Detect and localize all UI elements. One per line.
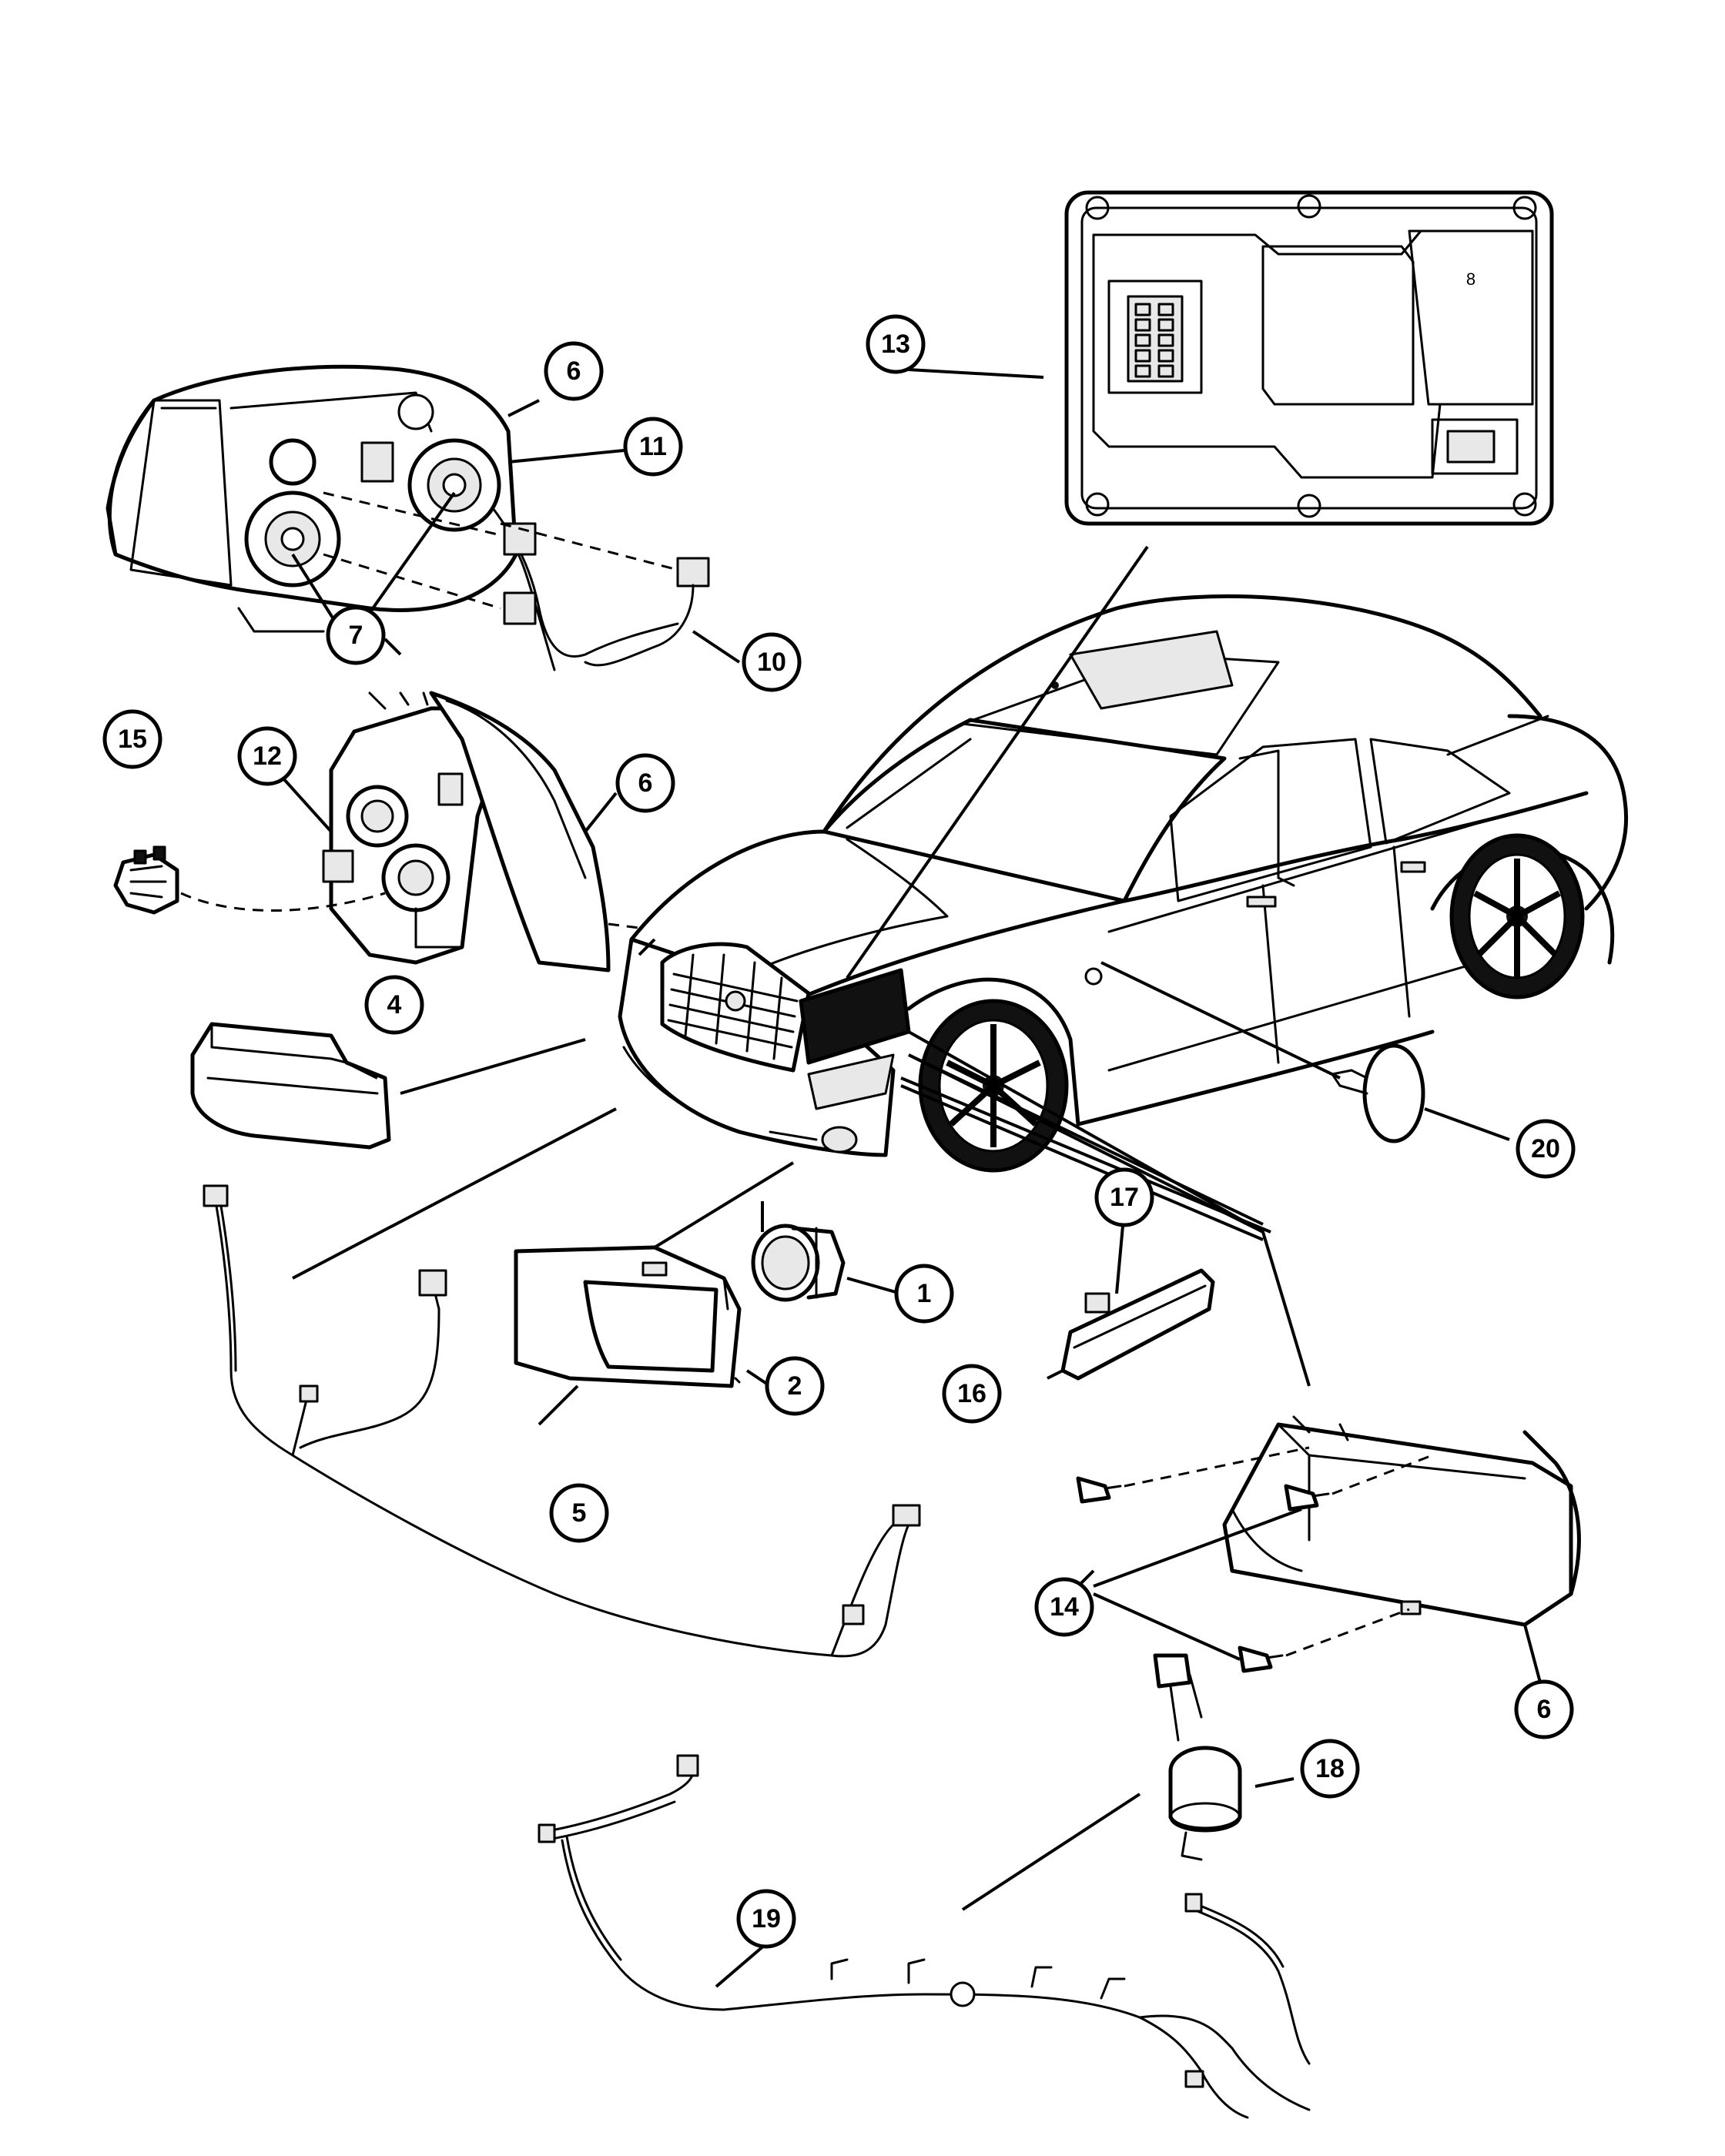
callout-13-label: 13 xyxy=(881,330,910,359)
part-2-fog-bezel xyxy=(514,1245,742,1388)
callout-17-label: 17 xyxy=(1110,1183,1139,1212)
callout-20-label: 20 xyxy=(1531,1134,1560,1163)
part-4-lamp-lens xyxy=(190,1022,391,1150)
callout-7: 7 xyxy=(326,605,386,665)
callout-2: 2 xyxy=(765,1356,825,1416)
callout-17: 17 xyxy=(1094,1167,1154,1227)
connector-pins xyxy=(1134,303,1174,378)
headlamp-assembly-middle xyxy=(113,691,640,973)
callout-16-label: 16 xyxy=(957,1379,986,1408)
callout-18-label: 18 xyxy=(1315,1754,1345,1783)
leader-lines xyxy=(260,368,1542,1988)
callout-19-label: 19 xyxy=(752,1904,781,1933)
callout-10: 10 xyxy=(742,632,802,692)
callout-11-label: 11 xyxy=(639,432,667,461)
rear-wheel xyxy=(1430,833,1615,999)
callout-11: 11 xyxy=(623,417,683,477)
callout-6-bottom: 6 xyxy=(1514,1679,1574,1739)
callout-14: 14 xyxy=(1034,1577,1094,1637)
mounting-bolt xyxy=(1238,1645,1284,1673)
mounting-bolt xyxy=(1076,1476,1122,1504)
callout-10-label: 10 xyxy=(757,648,786,677)
bulb-socket xyxy=(113,845,179,915)
callout-15-label: 15 xyxy=(118,725,147,754)
callout-14-label: 14 xyxy=(1050,1592,1079,1622)
mounting-bolt xyxy=(1284,1484,1330,1512)
control-module: 8 xyxy=(1064,190,1554,526)
callout-4: 4 xyxy=(364,975,424,1035)
callout-6-middle-label: 6 xyxy=(638,768,653,798)
callout-5: 5 xyxy=(549,1483,609,1543)
callout-15: 15 xyxy=(102,709,162,769)
callout-19: 19 xyxy=(736,1889,796,1949)
callout-2-label: 2 xyxy=(788,1371,802,1401)
callout-1: 1 xyxy=(894,1264,954,1324)
callout-12: 12 xyxy=(237,726,297,786)
callout-18: 18 xyxy=(1300,1739,1360,1799)
headlamp-assembly-top xyxy=(106,364,710,671)
grille xyxy=(667,953,799,1060)
part-19-washer-hose xyxy=(538,1754,1311,2119)
callout-12-label: 12 xyxy=(253,742,282,771)
callout-4-label: 4 xyxy=(387,990,402,1019)
callout-16: 16 xyxy=(942,1364,1002,1424)
callout-6-top-label: 6 xyxy=(567,357,581,386)
callout-1-label: 1 xyxy=(917,1279,932,1308)
callout-7-label: 7 xyxy=(349,621,363,650)
callout-20: 20 xyxy=(1516,1119,1576,1179)
part-5-wiring-harness xyxy=(203,1184,921,1658)
callout-6-top: 6 xyxy=(544,341,604,401)
callout-13: 13 xyxy=(866,314,926,374)
callout-6-bottom-label: 6 xyxy=(1537,1695,1552,1724)
callout-5-label: 5 xyxy=(572,1498,587,1528)
part-16-side-marker xyxy=(1060,1268,1215,1381)
part-1-fog-lamp xyxy=(751,1224,846,1302)
front-wheel xyxy=(906,977,1080,1173)
callout-6-middle: 6 xyxy=(615,753,675,813)
vehicle-body xyxy=(618,594,1628,1173)
part-20-plug xyxy=(1331,1043,1425,1143)
part-18-washer-pump xyxy=(1153,1653,1242,1861)
headlamp-assembly-bottom xyxy=(1076,1415,1581,1673)
module-marking: 8 xyxy=(1466,270,1475,289)
